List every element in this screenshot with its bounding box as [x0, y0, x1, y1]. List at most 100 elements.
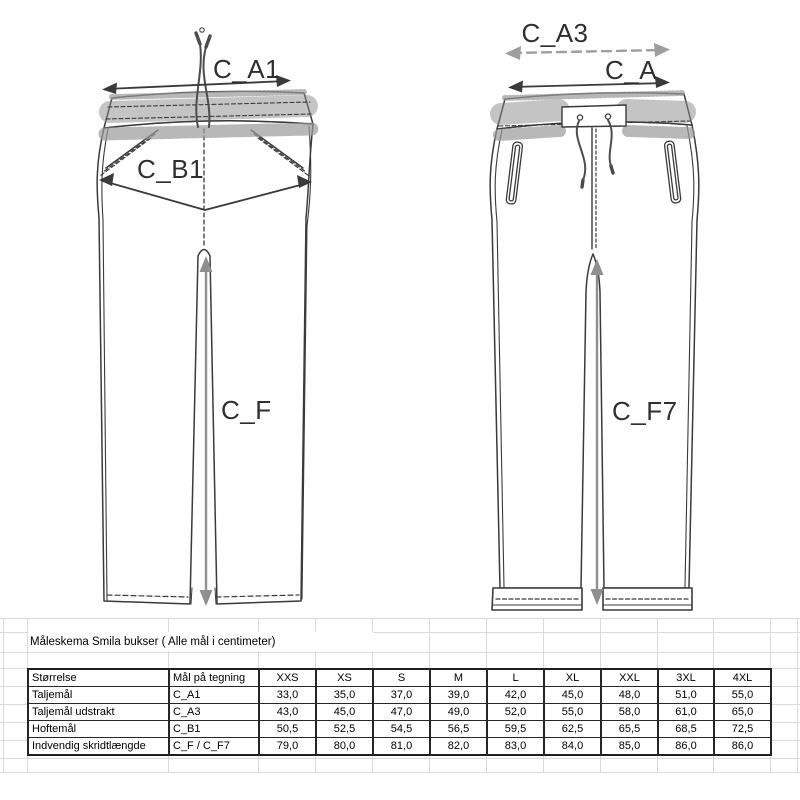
cb1-arrow	[99, 173, 312, 211]
column-header: M	[429, 668, 488, 687]
cb1-label: C_B1	[137, 154, 204, 184]
table-row: Taljemål C_A1 33,0 35,0 37,0 39,0 42,0 4…	[27, 686, 772, 704]
table-cell: 80,0	[315, 737, 374, 756]
gridline	[3, 618, 4, 772]
waistband-top-fray	[109, 89, 307, 100]
table-cell: 81,0	[372, 737, 431, 756]
size-table: Størrelse Mål på tegning XXS XS S M L XL…	[27, 668, 772, 756]
table-cell: 45,0	[315, 703, 374, 721]
table-cell: 65,0	[713, 703, 772, 721]
column-header: XS	[315, 668, 374, 687]
table-cell: 62,5	[543, 720, 602, 738]
table-cell: 65,5	[600, 720, 659, 738]
waistband-shirring-left	[490, 99, 572, 125]
table-cell: 82,0	[429, 737, 488, 756]
gridline	[0, 652, 800, 653]
welt-pocket-left	[505, 141, 524, 205]
table-cell: 84,0	[543, 737, 602, 756]
row-label: Hoftemål	[27, 720, 170, 738]
table-cell: 79,0	[258, 737, 317, 756]
hem-stitch-right	[215, 594, 300, 598]
waistband-stitch-2	[105, 113, 312, 120]
table-cell: 59,5	[486, 720, 545, 738]
table-cell: 86,0	[657, 737, 715, 756]
waistband-shirring-right	[616, 99, 698, 123]
column-header: Mål på tegning	[168, 668, 260, 687]
waistband-fray-right	[622, 125, 695, 139]
gridline	[0, 618, 800, 619]
measure-ref: C_B1	[168, 720, 260, 738]
table-cell: 54,5	[372, 720, 431, 738]
side-seam-right	[684, 125, 695, 588]
ca1-arrow	[102, 75, 291, 94]
side-seam-left	[494, 129, 505, 588]
cuff-left	[491, 587, 583, 611]
hem-slit-right	[214, 587, 217, 605]
drawstring	[194, 27, 212, 128]
table-cell: 55,0	[713, 686, 772, 704]
drawstring	[575, 119, 615, 189]
pants-body	[489, 121, 700, 589]
gridline	[0, 632, 800, 633]
table-cell: 52,5	[315, 720, 374, 738]
row-label: Taljemål	[27, 686, 170, 704]
cf-label: C_F	[221, 395, 272, 425]
ca-label: C_A	[605, 55, 657, 85]
hem-stitch-left	[106, 594, 189, 598]
column-header: S	[372, 668, 431, 687]
table-cell: 43,0	[258, 703, 317, 721]
table-cell: 39,0	[429, 686, 488, 704]
right-pants-drawing: C_A3 C_A C_F7	[489, 18, 700, 611]
table-cell: 52,0	[486, 703, 545, 721]
measure-ref: C_A1	[168, 686, 260, 704]
table-cell: 61,0	[657, 703, 715, 721]
table-cell: 83,0	[486, 737, 545, 756]
table-cell: 48,0	[600, 686, 659, 704]
technical-drawing-canvas: C_A1 C_B1 C_F	[96, 18, 700, 611]
table-cell: 49,0	[429, 703, 488, 721]
ca1-label: C_A1	[213, 54, 280, 84]
drawstring-panel	[561, 104, 627, 128]
header-row: Størrelse Mål på tegning XXS XS S M L XL…	[27, 668, 772, 687]
ca3-arrow	[505, 43, 670, 60]
hem-slit-left	[190, 587, 193, 605]
row-label: Taljemål udstrakt	[27, 703, 170, 721]
left-pants-drawing: C_A1 C_B1 C_F	[96, 27, 319, 606]
column-header: 3XL	[657, 668, 715, 687]
table-row: Taljemål udstrakt C_A3 43,0 45,0 47,0 49…	[27, 703, 772, 721]
measure-ref: C_F / C_F7	[168, 737, 260, 756]
table-row: Indvendig skridtlængde C_F / C_F7 79,0 8…	[27, 737, 772, 756]
table-cell: 55,0	[543, 703, 602, 721]
ca3-label: C_A3	[521, 18, 588, 48]
cf7-label: C_F7	[612, 396, 678, 426]
ca-arrow	[508, 76, 670, 93]
welt-pocket-right	[663, 140, 682, 204]
waistband-fray	[98, 122, 319, 141]
column-header: Størrelse	[27, 668, 170, 687]
gridline	[0, 758, 800, 759]
sheet-title: Måleskema Smila bukser ( Alle mål i cent…	[30, 636, 276, 648]
column-header: L	[486, 668, 545, 687]
title-cell-background	[28, 632, 373, 651]
table-cell: 35,0	[315, 686, 374, 704]
cf-arrow	[199, 256, 213, 606]
table-cell: 56,5	[429, 720, 488, 738]
waistband-top-fray	[502, 90, 687, 101]
column-header: XXL	[600, 668, 659, 687]
table-cell: 50,5	[258, 720, 317, 738]
table-cell: 72,5	[713, 720, 772, 738]
table-cell: 68,5	[657, 720, 715, 738]
table-cell: 85,0	[600, 737, 659, 756]
table-cell: 42,0	[486, 686, 545, 704]
grommet-left	[576, 114, 584, 121]
column-header: XXS	[258, 668, 317, 687]
gridline	[0, 772, 800, 773]
table-cell: 58,0	[600, 703, 659, 721]
table-cell: 45,0	[543, 686, 602, 704]
side-seam-right	[301, 125, 312, 600]
cf7-arrow	[590, 259, 604, 605]
column-header: 4XL	[713, 668, 772, 687]
grommet-right	[604, 113, 612, 120]
cuff-right	[602, 587, 693, 611]
